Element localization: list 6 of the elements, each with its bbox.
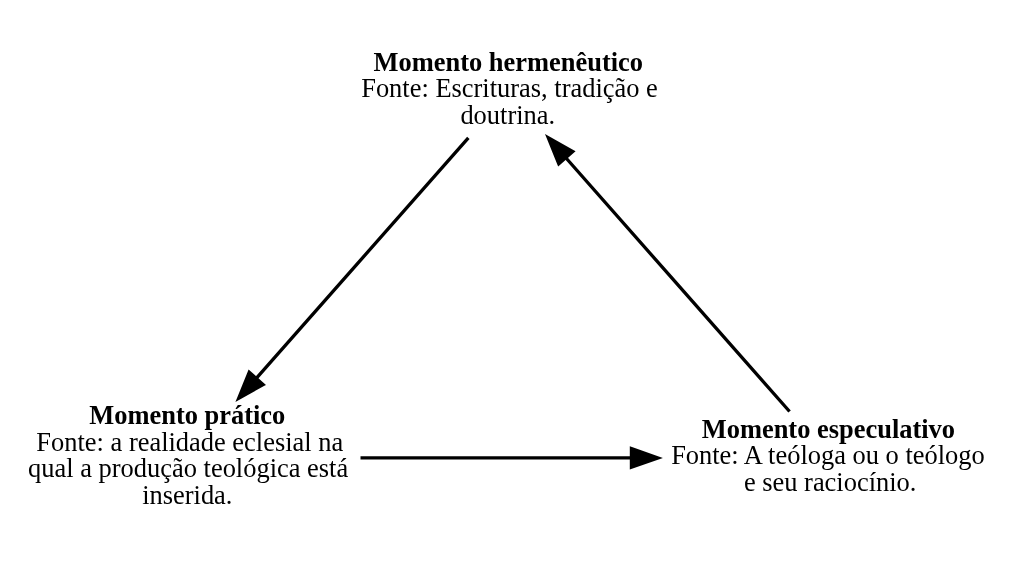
arrow — [545, 133, 791, 413]
node-text: Momento prático Fonte: a realidade eclesial na qual a produção teológica está inserida. — [28, 399, 349, 510]
node-text: Momento especulativo Fonte: A teóloga ou o teólogo e seu raciocínio. — [671, 413, 985, 497]
arrow — [235, 136, 470, 402]
node-text: Momento hermenêutico Fonte: Escrituras, tradição e doutrina. — [361, 46, 658, 130]
arrow — [360, 445, 663, 469]
